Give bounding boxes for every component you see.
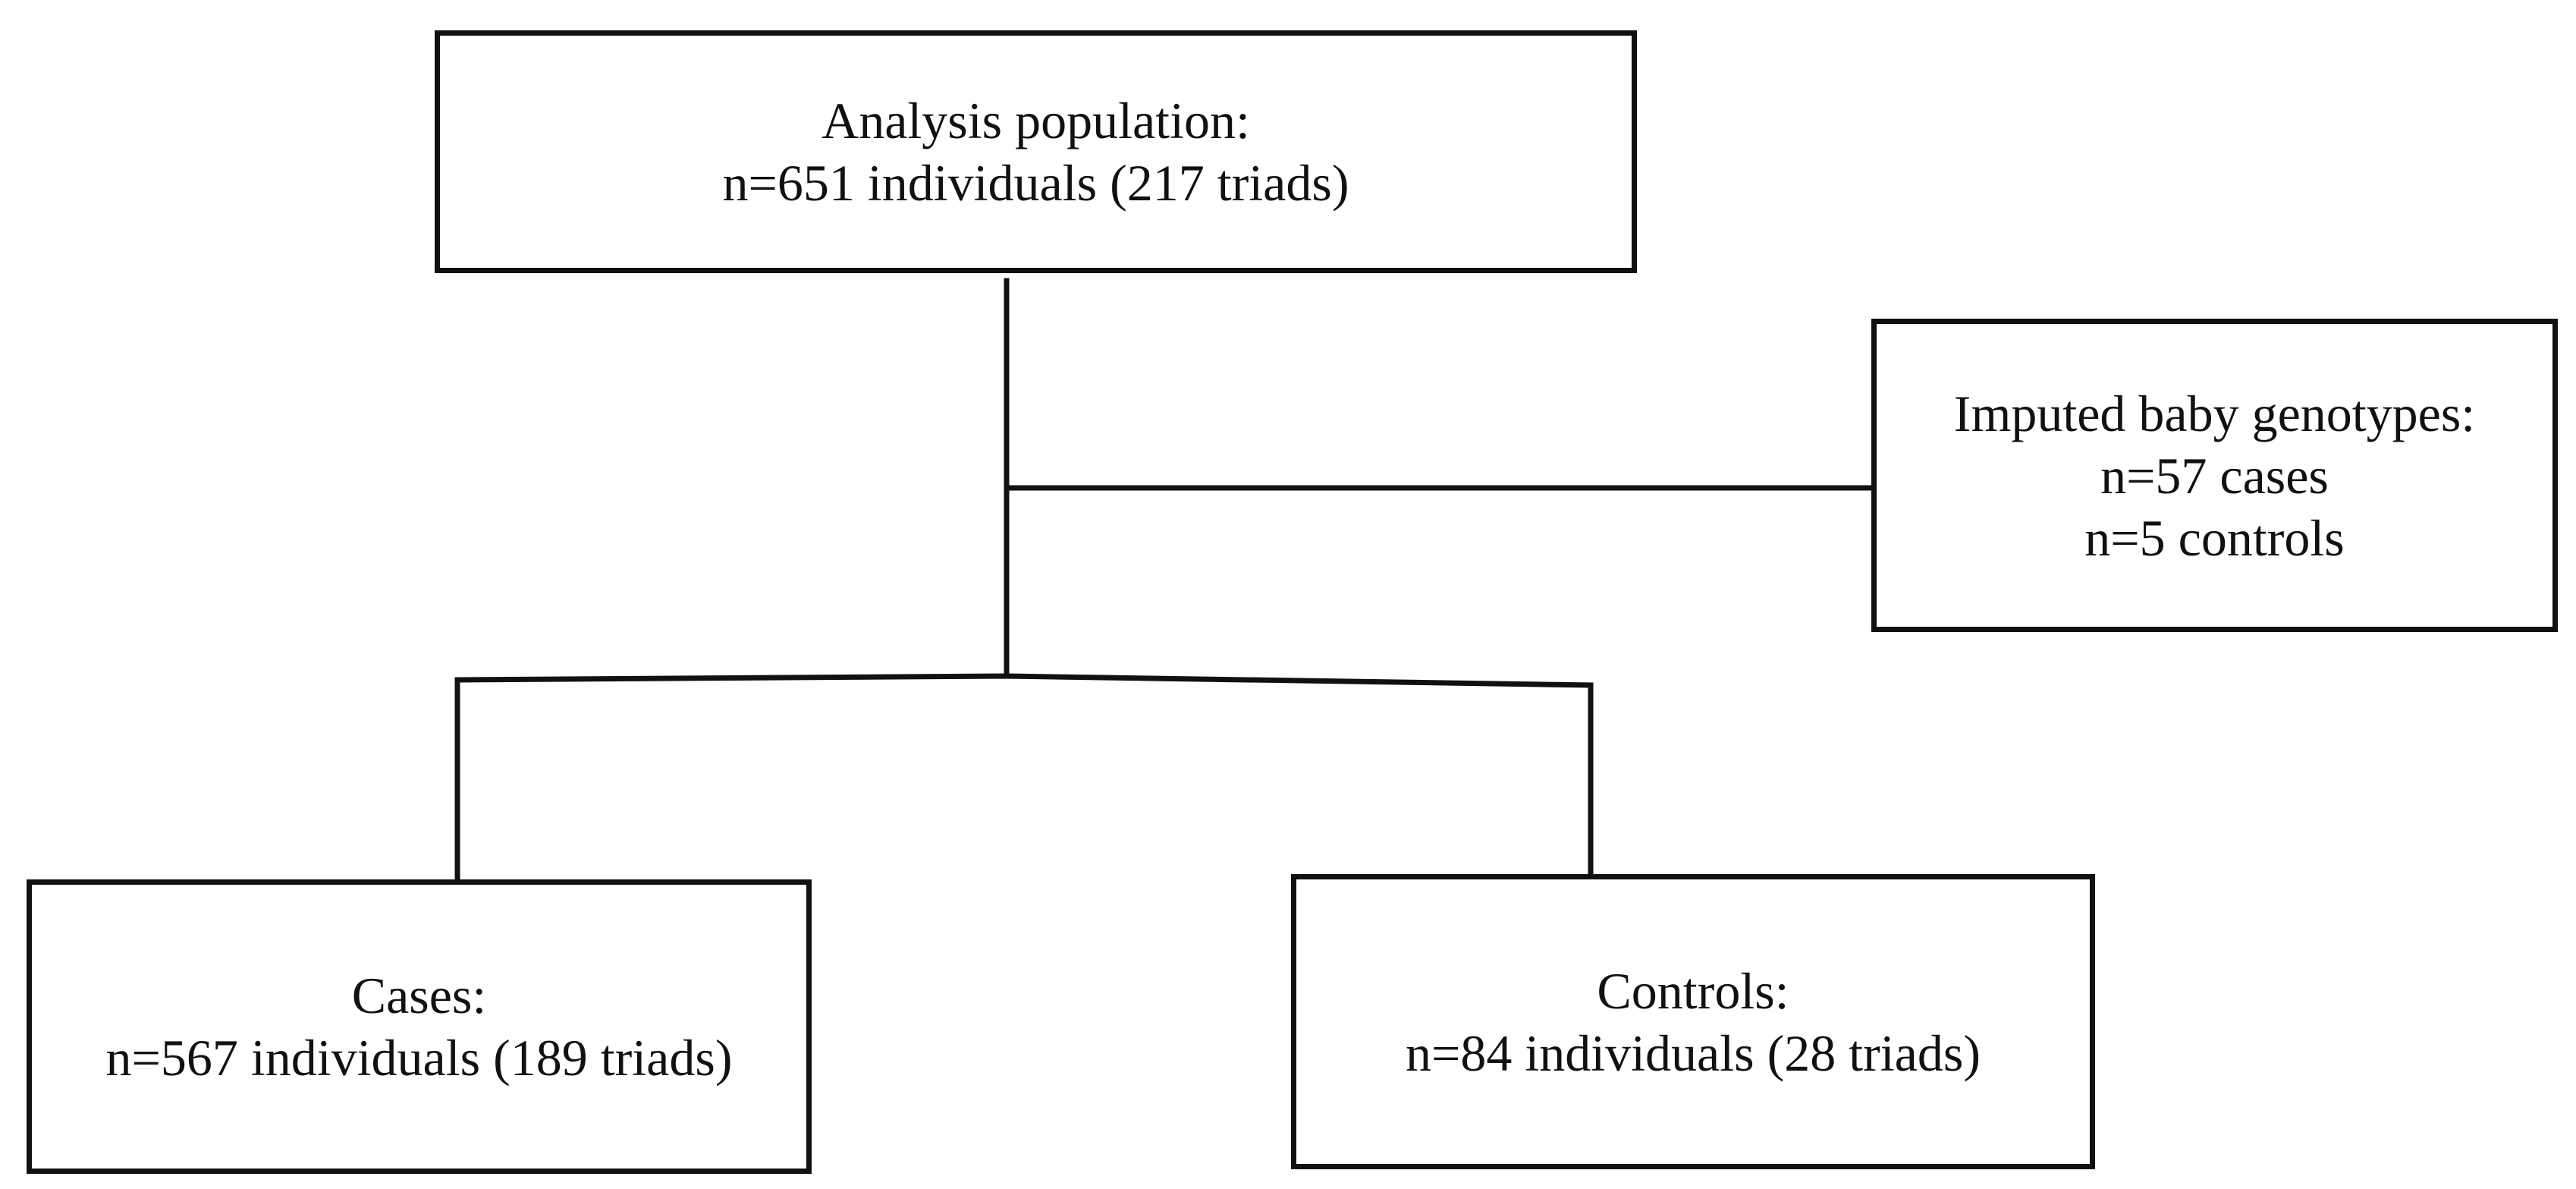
cases-detail: n=567 individuals (189 triads) <box>105 1029 733 1087</box>
cases-title: Cases: <box>351 967 487 1024</box>
controls-box: Controls: n=84 individuals (28 triads) <box>1291 874 2095 1169</box>
imputed-genotypes-cases: n=57 cases <box>2100 446 2329 505</box>
imputed-genotypes-title: Imputed baby genotypes: <box>1953 384 2476 442</box>
analysis-population-title: Analysis population: <box>821 92 1250 149</box>
analysis-population-box: Analysis population: n=651 individuals (… <box>435 30 1637 273</box>
analysis-population-detail: n=651 individuals (217 triads) <box>722 154 1349 212</box>
controls-title: Controls: <box>1597 961 1789 1020</box>
split-line <box>454 673 1594 881</box>
controls-detail: n=84 individuals (28 triads) <box>1406 1024 1981 1082</box>
imputed-genotypes-box: Imputed baby genotypes: n=57 cases n=5 c… <box>1871 319 2558 632</box>
imputed-genotypes-controls: n=5 controls <box>2084 508 2345 567</box>
cases-box: Cases: n=567 individuals (189 triads) <box>27 879 812 1174</box>
